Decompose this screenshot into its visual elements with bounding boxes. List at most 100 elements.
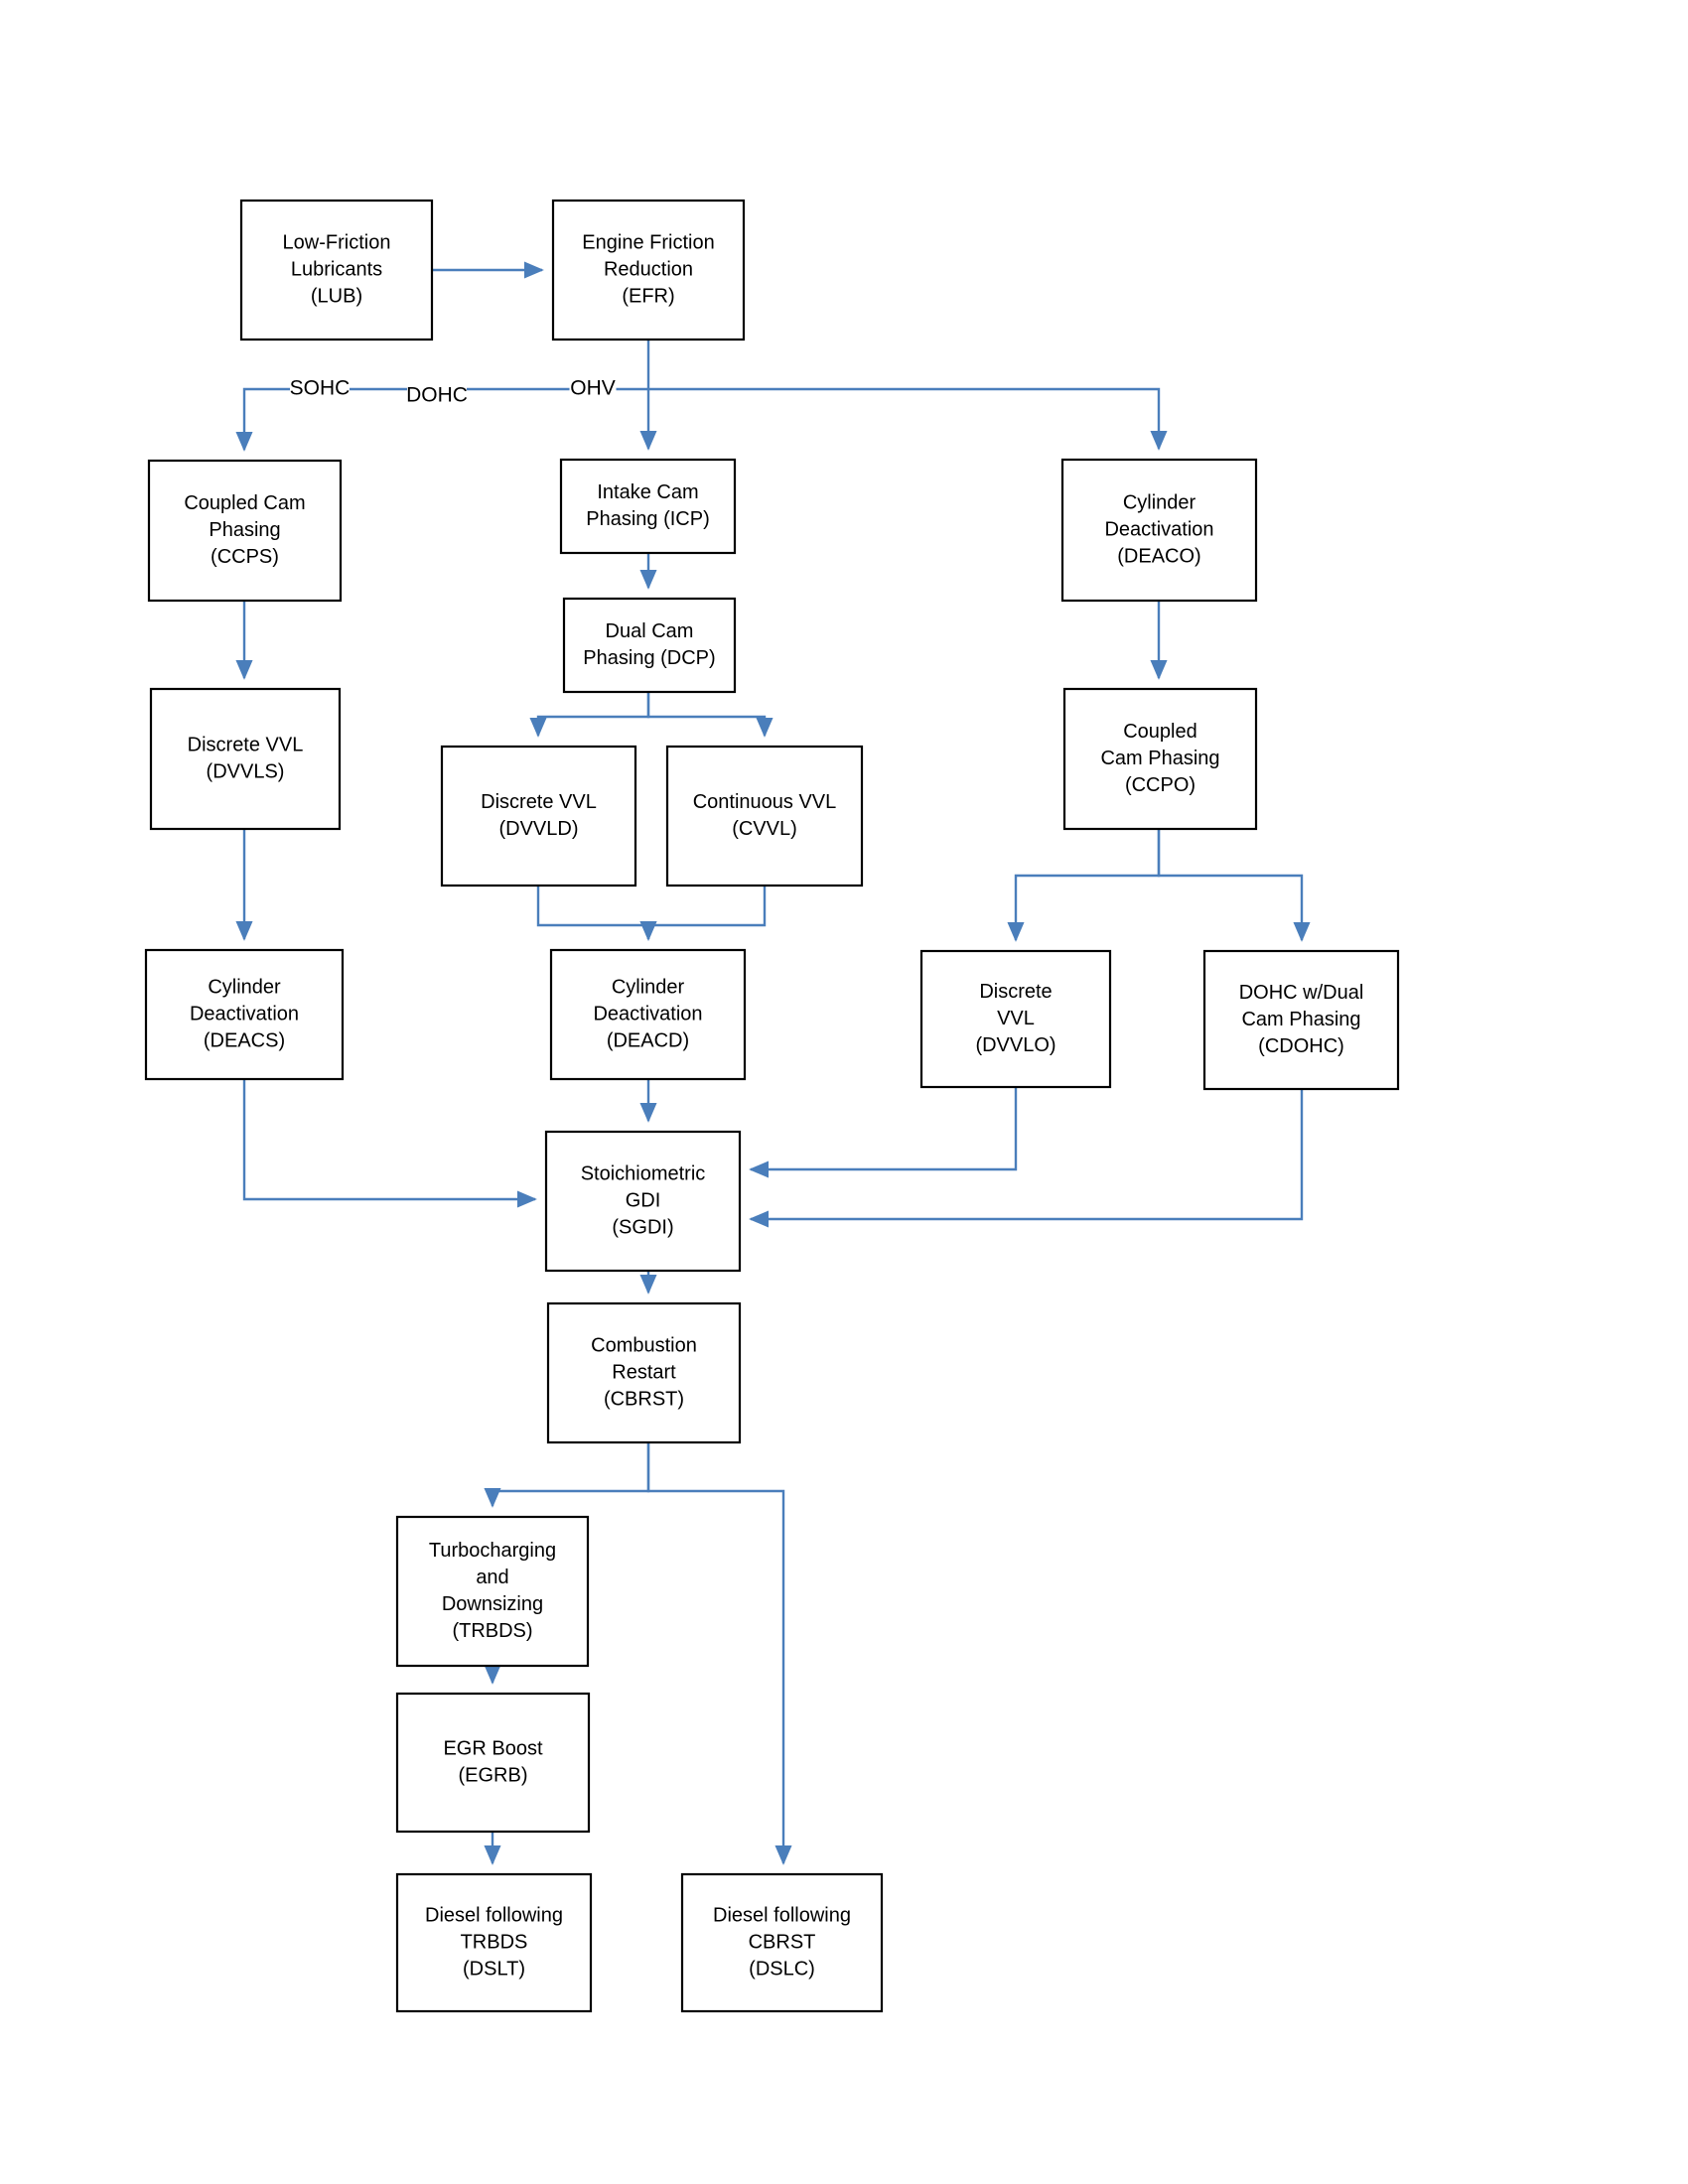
node-box-dvvlo[interactable] <box>919 949 1112 1089</box>
node-label-dslt-line-2: (DSLT) <box>463 1958 525 1979</box>
node-dvvld[interactable]: Discrete VVL (DVVLD) <box>440 745 637 887</box>
edge-dcp-to-cvvl <box>646 692 774 738</box>
node-label-deacs-line-1: Deactivation <box>190 1003 299 1024</box>
node-dvvls[interactable]: Discrete VVL (DVVLS) <box>149 687 342 831</box>
node-box-deacd[interactable] <box>549 948 747 1081</box>
node-label-efr-line-0: Engine Friction <box>582 231 714 253</box>
node-label-deacd-line-0: Cylinder <box>612 976 685 998</box>
edge-label-text-dohc: DOHC <box>406 384 468 407</box>
node-label-dvvlo-line-1: VVL <box>997 1008 1035 1029</box>
node-box-sgdi[interactable] <box>544 1130 742 1273</box>
node-label-sgdi-line-0: Stoichiometric <box>581 1162 706 1184</box>
node-box-ccpo[interactable] <box>1062 687 1258 831</box>
node-label-trbds-line-2: Downsizing <box>442 1593 543 1615</box>
edge-label-text-sohc: SOHC <box>290 377 351 400</box>
node-label-trbds-line-0: Turbocharging <box>429 1540 556 1562</box>
node-label-cvvl-line-0: Continuous VVL <box>693 791 837 813</box>
node-label-dvvls-line-0: Discrete VVL <box>188 734 304 755</box>
node-label-ccps-line-2: (CCPS) <box>211 546 279 568</box>
edge-label-text-ohv: OHV <box>570 377 616 400</box>
edge-dcp-to-dvvld <box>529 692 650 738</box>
node-label-trbds-line-3: (TRBDS) <box>452 1620 532 1642</box>
node-label-dslc-line-0: Diesel following <box>713 1904 851 1926</box>
node-label-deaco-line-0: Cylinder <box>1123 491 1196 513</box>
node-label-dslt-line-1: TRBDS <box>461 1931 528 1953</box>
node-label-lub-line-1: Lubricants <box>291 258 382 280</box>
node-box-deacs[interactable] <box>144 948 345 1081</box>
node-label-cdohc-line-1: Cam Phasing <box>1241 1009 1360 1030</box>
node-label-dvvls-line-1: (DVVLS) <box>207 760 285 782</box>
node-egrb[interactable]: EGR Boost (EGRB) <box>395 1692 591 1834</box>
edge-dvvld-to-deacd <box>536 886 657 941</box>
edge-label-ohv: OHV <box>569 375 617 403</box>
node-label-cvvl-line-1: (CVVL) <box>732 818 797 840</box>
node-box-cbrst[interactable] <box>546 1301 742 1444</box>
node-box-dslt[interactable] <box>395 1872 593 2013</box>
edge-label-bg-sohc <box>290 375 350 403</box>
node-label-cbrst-line-0: Combustion <box>591 1334 697 1356</box>
node-box-cvvl[interactable] <box>665 745 864 887</box>
node-box-egrb[interactable] <box>395 1692 591 1834</box>
node-box-ccps[interactable] <box>147 459 343 603</box>
edge-ccpo-to-dvvlo <box>1007 829 1161 942</box>
edge-dvvlo-to-sgdi <box>749 1087 1018 1178</box>
node-box-icp[interactable] <box>559 458 737 555</box>
edge-cdohc-to-sgdi <box>749 1089 1304 1228</box>
node-label-deacs-line-0: Cylinder <box>208 976 281 998</box>
edge-deacs-to-sgdi <box>242 1079 537 1208</box>
node-label-dvvld-line-0: Discrete VVL <box>481 791 597 813</box>
node-label-cdohc-line-2: (CDOHC) <box>1258 1035 1344 1057</box>
node-label-ccpo-line-2: (CCPO) <box>1125 774 1196 796</box>
edge-cbrst-to-trbds <box>484 1442 650 1508</box>
node-label-lub-line-2: (LUB) <box>311 285 362 307</box>
node-box-dslc[interactable] <box>680 1872 884 2013</box>
node-label-dvvlo-line-2: (DVVLO) <box>975 1034 1055 1056</box>
node-label-efr-line-2: (EFR) <box>622 285 674 307</box>
edge-fork-to-deaco <box>648 387 1168 451</box>
node-cvvl[interactable]: Continuous VVL (CVVL) <box>665 745 864 887</box>
edges-layer <box>235 261 1311 1865</box>
node-label-dvvld-line-1: (DVVLD) <box>498 818 578 840</box>
node-box-dvvls[interactable] <box>149 687 342 831</box>
node-label-sgdi-line-2: (SGDI) <box>612 1216 673 1238</box>
node-label-cdohc-line-0: DOHC w/Dual <box>1239 982 1364 1004</box>
edge-fork-to-ccps <box>235 387 648 452</box>
node-label-dcp-line-1: Phasing (DCP) <box>583 647 715 669</box>
node-label-cbrst-line-2: (CBRST) <box>604 1388 684 1410</box>
node-box-efr[interactable] <box>551 199 746 341</box>
node-box-cdohc[interactable] <box>1202 949 1400 1091</box>
edge-cvvl-to-deacd <box>639 886 767 941</box>
node-box-lub[interactable] <box>239 199 434 341</box>
node-label-dslc-line-2: (DSLC) <box>749 1958 815 1979</box>
node-label-dvvlo-line-0: Discrete <box>979 981 1052 1003</box>
node-label-deacd-line-2: (DEACD) <box>607 1029 689 1051</box>
node-box-deaco[interactable] <box>1060 458 1258 603</box>
node-label-egrb-line-1: (EGRB) <box>459 1764 528 1786</box>
node-box-dcp[interactable] <box>562 597 737 694</box>
node-label-deaco-line-2: (DEACO) <box>1117 545 1200 567</box>
node-label-ccps-line-1: Phasing <box>209 519 280 541</box>
node-label-egrb-line-0: EGR Boost <box>443 1737 542 1759</box>
node-label-deacd-line-1: Deactivation <box>593 1003 702 1024</box>
node-box-trbds[interactable] <box>395 1515 590 1668</box>
node-box-dvvld[interactable] <box>440 745 637 887</box>
